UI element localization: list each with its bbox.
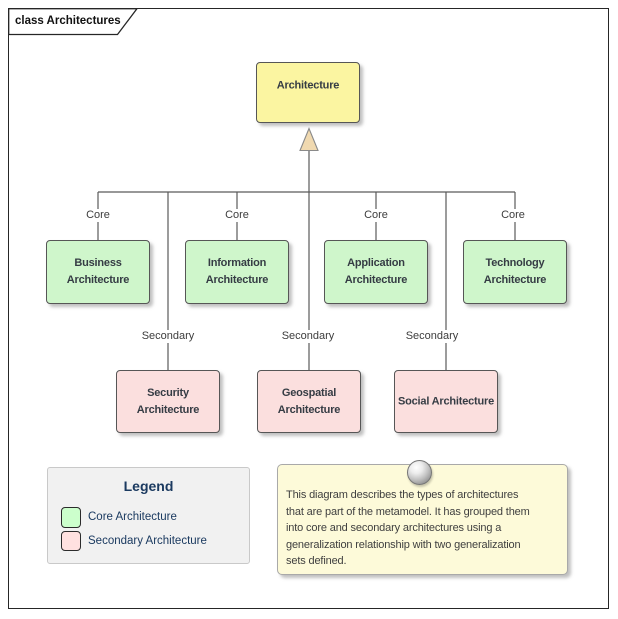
class-name: Geospatial Architecture [277, 386, 341, 416]
class-application-architecture[interactable]: Application Architecture [324, 240, 428, 304]
generalization-set-label-secondary: Secondary [139, 330, 197, 343]
note-line: sets defined. [286, 555, 347, 567]
generalization-set-label-secondary: Secondary [403, 330, 461, 343]
class-name: Application Architecture [344, 257, 408, 286]
class-name: Social Architecture [397, 395, 495, 407]
core-color-swatch [61, 507, 81, 528]
note-element[interactable]: This diagram describes the types of arch… [277, 464, 568, 575]
class-architecture[interactable]: Architecture [256, 62, 360, 123]
secondary-color-swatch [61, 530, 81, 551]
frame-name-tab [8, 8, 139, 36]
class-technology-architecture[interactable]: Technology Architecture [463, 240, 567, 304]
diagram-frame-border [8, 8, 609, 609]
note-text: This diagram describes the types of arch… [286, 487, 530, 570]
note-line: that are part of the metamodel. It has g… [286, 505, 530, 518]
generalization-set-label-core: Core [223, 209, 251, 222]
note-line: This diagram describes the types of arch… [286, 489, 519, 501]
legend-title: Legend [123, 478, 174, 494]
note-line: generalization relationship with two gen… [286, 538, 521, 551]
class-business-architecture[interactable]: Business Architecture [46, 240, 150, 304]
legend-panel[interactable]: Legend Core Architecture Secondary Archi… [47, 467, 250, 564]
note-line: into core and secondary architectures us… [286, 522, 502, 534]
class-social-architecture[interactable]: Social Architecture [394, 370, 498, 433]
class-security-architecture[interactable]: Security Architecture [116, 370, 220, 433]
generalization-set-label-core: Core [499, 209, 527, 222]
note-pin-sphere-icon [407, 460, 432, 485]
generalization-set-label-secondary: Secondary [279, 330, 337, 343]
frame-title: class Architectures [15, 15, 121, 27]
generalization-set-label-core: Core [362, 209, 390, 222]
legend-item-secondary: Secondary Architecture [88, 534, 207, 547]
class-geospatial-architecture[interactable]: Geospatial Architecture [257, 370, 361, 433]
class-name: Security Architecture [136, 386, 200, 416]
legend-item-core: Core Architecture [88, 511, 177, 523]
class-name: Information Architecture [205, 257, 269, 286]
class-name: Technology Architecture [483, 257, 547, 286]
class-information-architecture[interactable]: Information Architecture [185, 240, 289, 304]
class-name: Architecture [276, 79, 340, 92]
generalization-arrowhead-icon [299, 127, 319, 152]
class-name: Business Architecture [66, 257, 130, 286]
generalization-set-label-core: Core [84, 209, 112, 222]
